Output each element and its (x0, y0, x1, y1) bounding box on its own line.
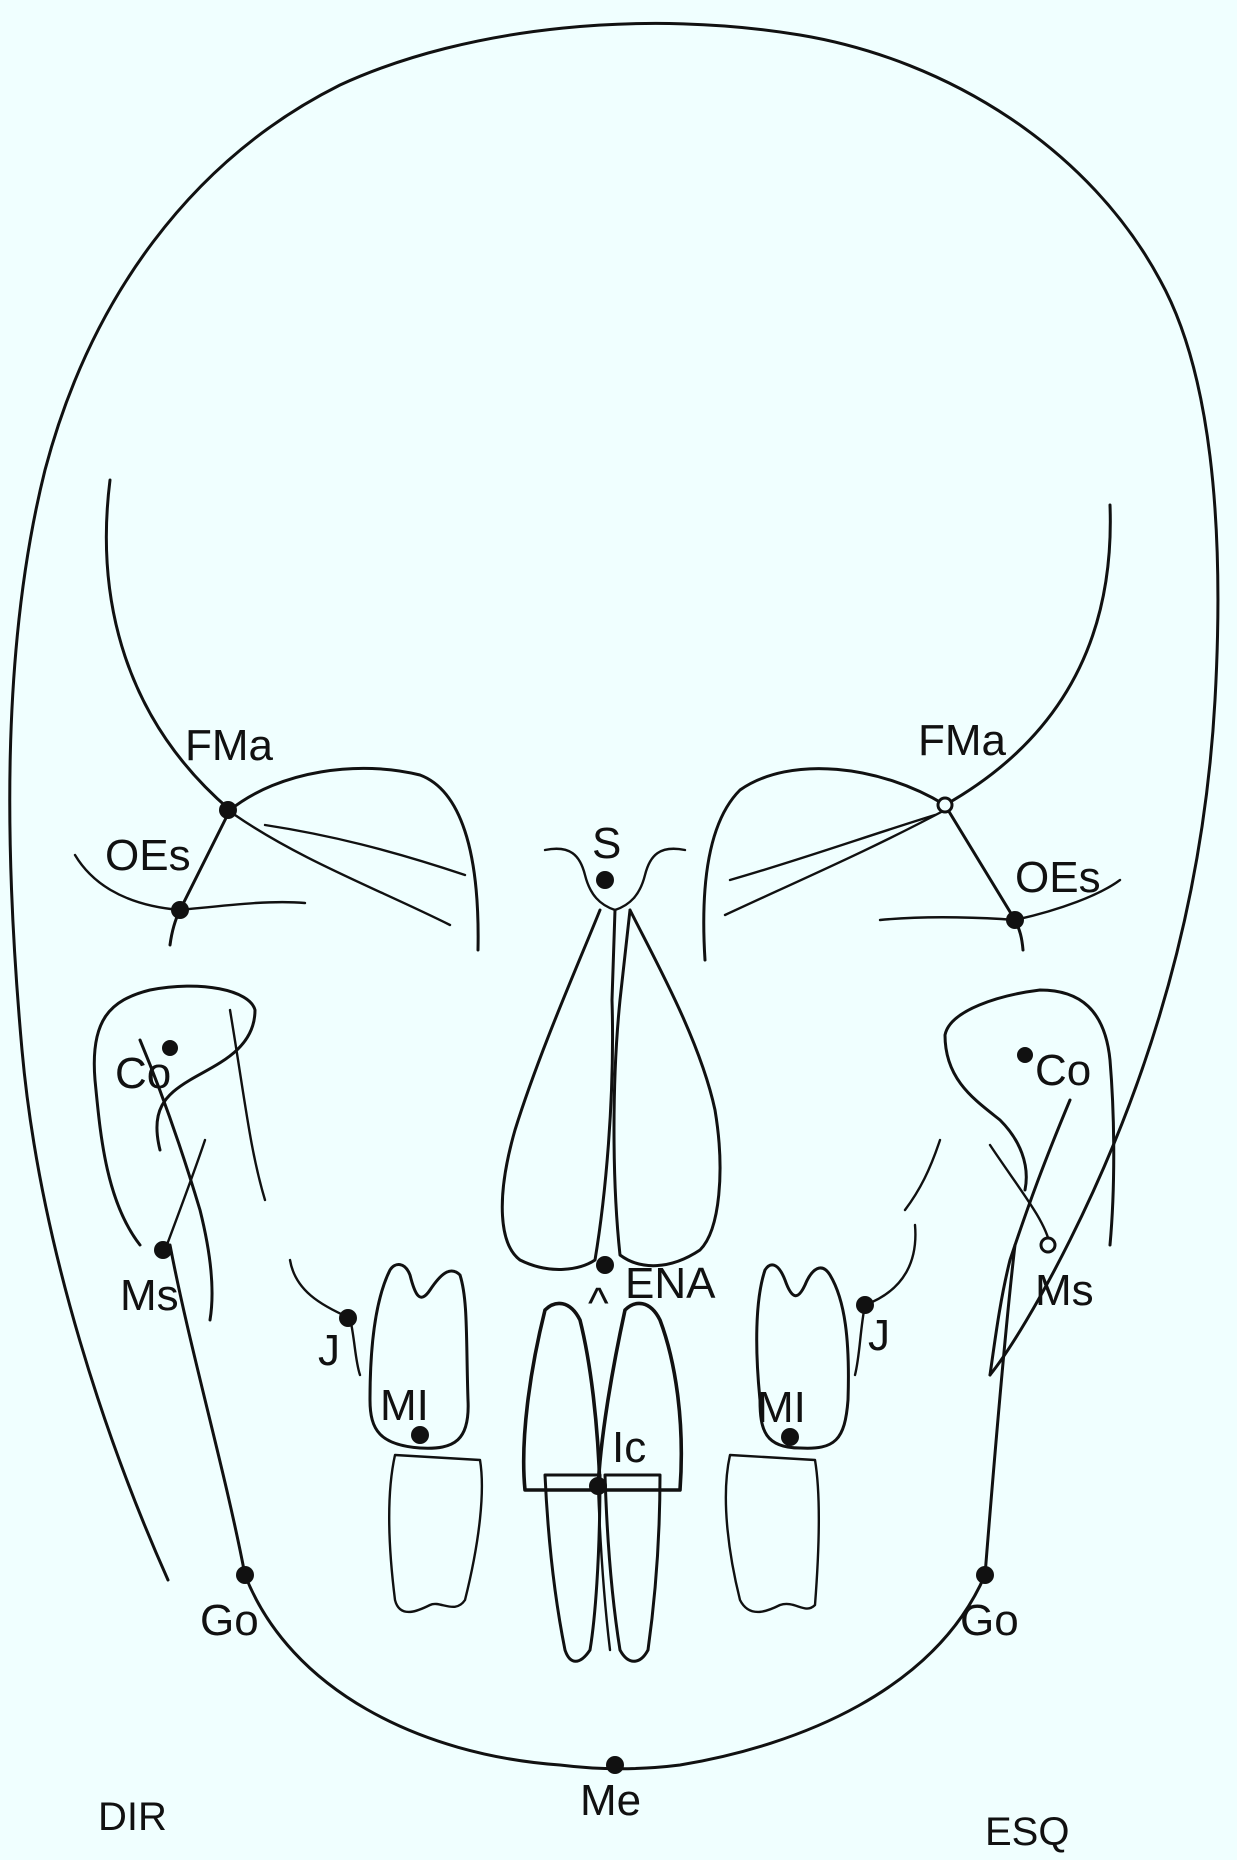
me-point (606, 1756, 624, 1774)
oes-left-point (1006, 911, 1024, 929)
label-ena-caret: ^ (588, 1279, 609, 1328)
label-co-right: Co (115, 1049, 171, 1098)
label-s: S (592, 819, 621, 868)
ic-point (589, 1477, 607, 1495)
label-go-left: Go (960, 1596, 1019, 1645)
ms-right-point (154, 1241, 172, 1259)
j-right-point (339, 1309, 357, 1327)
label-oes-left: OEs (1015, 853, 1101, 902)
label-oes-right: OEs (105, 831, 191, 880)
go-right-point (236, 1566, 254, 1584)
label-ic: Ic (612, 1423, 646, 1472)
fma-left-point (938, 798, 952, 812)
go-left-point (976, 1566, 994, 1584)
label-esq: ESQ (985, 1810, 1069, 1854)
fma-right-point (219, 801, 237, 819)
ms-left-point (1041, 1238, 1055, 1252)
label-go-right: Go (200, 1596, 259, 1645)
oes-right-point (171, 901, 189, 919)
label-ms-left: Ms (1035, 1266, 1094, 1315)
label-me: Me (580, 1776, 641, 1825)
co-left-point (1017, 1047, 1033, 1063)
label-fma-right: FMa (185, 721, 274, 770)
ena-point (596, 1256, 614, 1274)
label-ms-right: Ms (120, 1271, 179, 1320)
label-mi-left: MI (757, 1383, 806, 1432)
s-point (596, 871, 614, 889)
label-ena: ENA (625, 1259, 716, 1308)
label-co-left: Co (1035, 1046, 1091, 1095)
label-j-right: J (318, 1326, 340, 1375)
label-mi-right: MI (380, 1381, 429, 1430)
label-fma-left: FMa (918, 716, 1007, 765)
label-dir: DIR (98, 1795, 167, 1839)
label-j-left: J (868, 1311, 890, 1360)
